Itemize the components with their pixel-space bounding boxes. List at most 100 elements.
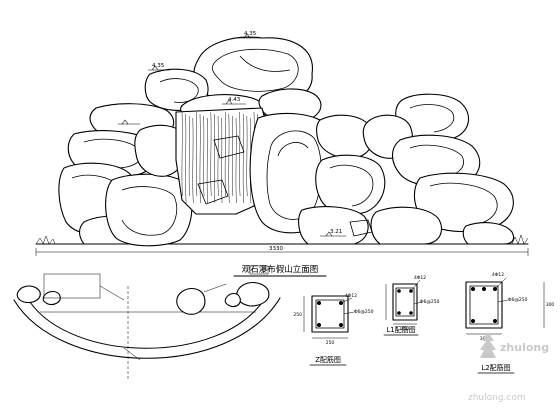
watermark-brand: zhulong xyxy=(500,341,549,354)
elevation-mark-shoulder: 4.35 xyxy=(148,63,170,71)
waterfall-streaks xyxy=(181,111,259,204)
total-width-value: 3330 xyxy=(269,246,283,252)
l1-section-stirrup xyxy=(395,287,415,317)
l1-stirrup-label: Φ6@250 xyxy=(420,299,440,305)
l1-rebar-dot-1 xyxy=(397,289,401,293)
z-stirrup-leader xyxy=(343,311,355,315)
cave-inner-edge xyxy=(277,142,309,157)
elevation-mark-left-mid xyxy=(118,119,140,125)
rock-right-low-inner xyxy=(429,182,498,225)
rockery-elevation: 4.35 4.35 4.43 3.21 3330 观 xyxy=(35,31,529,277)
l2-rebar-leader xyxy=(494,277,507,290)
section-pipe xyxy=(123,347,141,361)
elevation-mark-shoulder-value: 4.35 xyxy=(152,63,165,69)
z-width-value: 250 xyxy=(326,340,335,346)
z-rebar-detail: 4Φ12 Φ6@250 250 250 Z配筋图 xyxy=(293,293,374,366)
l2-rebar-dot-4 xyxy=(471,319,475,323)
pool-section xyxy=(13,265,281,380)
water-streak xyxy=(188,115,190,197)
section-callout-box xyxy=(249,265,269,275)
water-streak xyxy=(221,117,223,204)
l2-rebar-detail: 4Φ12 Φ6@250 300 300 L2配筋图 xyxy=(465,272,555,374)
z-height-value: 250 xyxy=(293,312,302,318)
l1-detail-title: L1配筋图 xyxy=(386,325,415,334)
water-streak xyxy=(181,111,183,197)
rock-detail-c xyxy=(349,219,373,237)
water-streak xyxy=(228,113,230,204)
boulder-right-edge xyxy=(236,281,270,307)
rock-detail-a xyxy=(197,179,229,205)
water-streak xyxy=(235,117,237,204)
rock-right-peak-inner xyxy=(409,104,455,133)
total-width-dimension: 3330 xyxy=(35,246,529,256)
rock-detail-b xyxy=(213,135,245,159)
boulder-right-small xyxy=(224,292,241,308)
rock-centre-left-inner xyxy=(121,186,178,236)
l1-section-outer xyxy=(392,283,418,321)
watermark-site: zhulong.com xyxy=(468,393,526,403)
watermark: zhulong zhulong.com xyxy=(468,332,549,403)
elevation-mark-base-value: 3.21 xyxy=(330,229,342,235)
l2-detail-title: L2配筋图 xyxy=(481,363,510,372)
l1-width-value: 250 xyxy=(401,326,410,332)
l2-rebar-label: 4Φ12 xyxy=(492,272,504,278)
water-streak xyxy=(199,113,201,204)
water-streak xyxy=(185,113,187,204)
l2-section-stirrup xyxy=(469,285,499,325)
l2-stirrup-leader xyxy=(497,299,509,303)
z-rebar-dot-1 xyxy=(317,301,321,305)
l1-rebar-dot-3 xyxy=(397,311,401,315)
l2-height-value: 300 xyxy=(546,302,555,308)
rock-centre-right-mid-inner xyxy=(329,164,374,207)
boulder-left-edge xyxy=(16,285,41,304)
water-streak xyxy=(206,117,208,204)
elevation-mark-peak-value: 4.35 xyxy=(244,31,257,37)
l2-rebar-dot-5 xyxy=(493,319,497,323)
z-section-outer xyxy=(311,295,349,333)
l1-rebar-label: 4Φ12 xyxy=(414,275,426,281)
l1-stirrup-leader xyxy=(413,301,423,305)
water-streak xyxy=(217,115,219,197)
l1-rebar-detail: 4Φ12 Φ6@250 250 L1配筋图 xyxy=(383,275,440,336)
l2-section-outer xyxy=(465,281,503,329)
z-stirrup-label: Φ6@250 xyxy=(354,309,374,315)
water-streak xyxy=(196,111,198,197)
z-detail-title: Z配筋图 xyxy=(315,355,341,364)
z-rebar-leader xyxy=(340,297,353,304)
grass-left xyxy=(35,235,56,245)
l1-rebar-dot-4 xyxy=(409,311,413,315)
basin-inner xyxy=(29,299,265,349)
l2-rebar-dot-2 xyxy=(482,287,486,291)
elevation-mark-peak: 4.35 xyxy=(238,31,262,39)
elevation-mark-falls: 4.43 xyxy=(222,97,246,105)
water-streak xyxy=(239,111,241,197)
boulder-centre xyxy=(176,287,206,315)
basin-outer xyxy=(13,297,281,359)
water-streak xyxy=(192,117,194,204)
water-streak xyxy=(210,111,212,197)
water-streak xyxy=(232,115,234,197)
rock-centre-right-low xyxy=(298,206,369,245)
rock-right-toe xyxy=(462,222,515,245)
rock-top-crease xyxy=(239,55,291,72)
water-streak xyxy=(203,115,205,197)
rock-left-shoulder-inner xyxy=(159,78,199,103)
elevation-title: 观石瀑布假山立面图 xyxy=(242,264,319,275)
rock-top-inner xyxy=(211,49,299,92)
rock-right-base xyxy=(370,206,442,245)
section-right-note-leader xyxy=(203,283,227,293)
rock-centre-right-mid xyxy=(315,154,386,215)
l1-rebar-leader xyxy=(410,279,421,292)
z-rebar-dot-3 xyxy=(317,323,321,327)
watermark-logo-icon xyxy=(480,332,496,358)
elevation-mark-falls-value: 4.43 xyxy=(228,97,241,103)
elevation-mark-base: 3.21 xyxy=(320,229,346,237)
z-rebar-dot-4 xyxy=(339,323,343,327)
section-note-leader xyxy=(99,285,125,301)
grass-right xyxy=(511,234,529,245)
z-rebar-label: 4Φ12 xyxy=(345,293,357,299)
water-streak xyxy=(242,113,244,204)
l2-stirrup-label: Φ6@250 xyxy=(508,297,528,303)
l2-rebar-dot-1 xyxy=(471,287,475,291)
